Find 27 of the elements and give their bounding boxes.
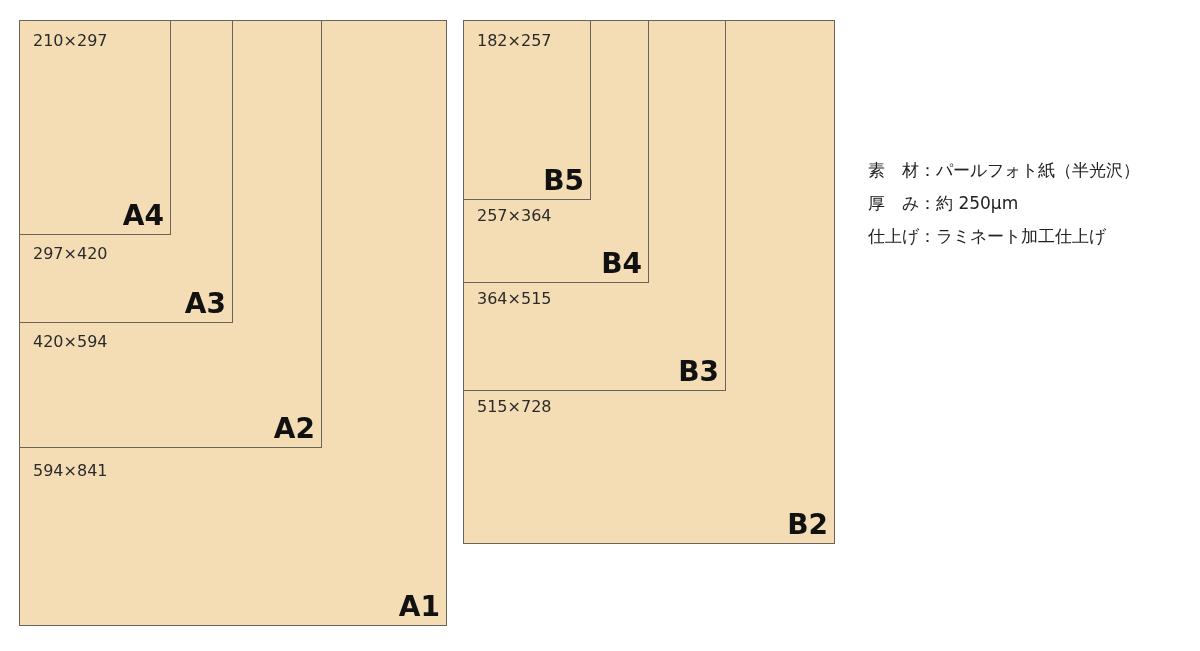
- paper-sheet: [19, 20, 233, 323]
- spec-note: 素 材：パールフォト紙（半光沢）: [868, 162, 1140, 179]
- paper-sheet: [19, 20, 171, 235]
- size-name: A3: [184, 290, 226, 318]
- spec-note: 厚 み：約 250μm: [868, 195, 1019, 212]
- size-dimension: 210×297: [33, 33, 108, 49]
- size-name: B5: [543, 167, 584, 195]
- paper-sheet: [463, 20, 726, 391]
- size-name: B4: [601, 250, 642, 278]
- size-name: A1: [398, 593, 440, 621]
- size-dimension: 297×420: [33, 246, 108, 262]
- size-name: A2: [273, 415, 315, 443]
- paper-sheet: [463, 20, 649, 283]
- size-dimension: 420×594: [33, 334, 108, 350]
- size-name: B3: [678, 358, 719, 386]
- paper-sheet: [463, 20, 835, 544]
- size-dimension: 182×257: [477, 33, 552, 49]
- paper-sheet: [463, 20, 591, 200]
- size-name: A4: [122, 202, 164, 230]
- paper-sheet: [19, 20, 447, 626]
- size-dimension: 594×841: [33, 463, 108, 479]
- size-dimension: 364×515: [477, 291, 552, 307]
- paper-sheet: [19, 20, 322, 448]
- size-name: B2: [787, 511, 828, 539]
- size-dimension: 515×728: [477, 399, 552, 415]
- size-dimension: 257×364: [477, 208, 552, 224]
- spec-note: 仕上げ：ラミネート加工仕上げ: [868, 228, 1106, 245]
